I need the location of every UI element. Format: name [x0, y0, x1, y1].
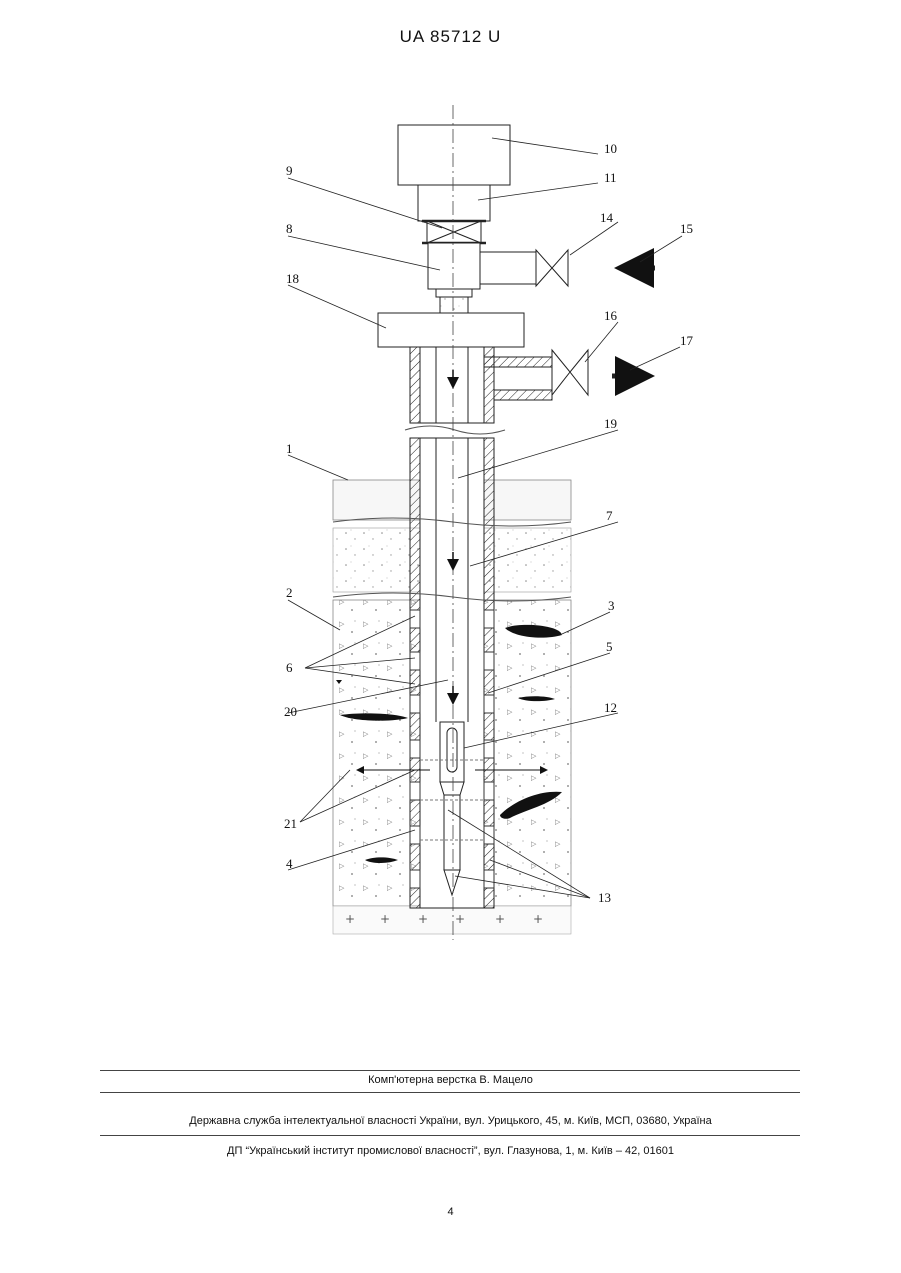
typesetting-credit: Комп'ютерна верстка В. Мацело [0, 1074, 901, 1086]
label-9: 9 [286, 163, 293, 178]
label-19: 19 [604, 416, 617, 431]
top-equipment [378, 125, 568, 347]
label-13: 13 [598, 890, 611, 905]
label-16: 16 [604, 308, 618, 323]
label-8: 8 [286, 221, 293, 236]
well-column [410, 438, 494, 908]
svg-text:+: + [495, 912, 505, 926]
label-17: 17 [680, 333, 694, 348]
page-number: 4 [0, 1206, 901, 1218]
svg-text:+: + [533, 912, 543, 926]
label-18: 18 [286, 271, 299, 286]
institute-address: ДП “Український інститут промислової вла… [0, 1145, 901, 1157]
label-14: 14 [600, 210, 614, 225]
label-1: 1 [286, 441, 293, 456]
svg-text:+: + [345, 912, 355, 926]
patent-technical-drawing: ▷ +++ +++ [0, 0, 901, 1000]
label-5: 5 [606, 639, 613, 654]
label-15: 15 [680, 221, 693, 236]
label-4: 4 [286, 856, 293, 871]
label-11: 11 [604, 170, 617, 185]
label-6: 6 [286, 660, 293, 675]
footer-divider-top [100, 1070, 800, 1071]
label-21: 21 [284, 816, 297, 831]
footer-divider-bottom [100, 1135, 800, 1136]
label-3: 3 [608, 598, 615, 613]
label-12: 12 [604, 700, 617, 715]
svg-text:+: + [418, 912, 428, 926]
agency-address: Державна служба інтелектуальної власност… [0, 1115, 901, 1127]
label-7: 7 [606, 508, 613, 523]
label-10: 10 [604, 141, 617, 156]
svg-text:+: + [380, 912, 390, 926]
upper-casing [405, 347, 588, 434]
label-20: 20 [284, 704, 297, 719]
label-2: 2 [286, 585, 293, 600]
footer-divider-middle [100, 1092, 800, 1093]
svg-text:+: + [455, 912, 465, 926]
